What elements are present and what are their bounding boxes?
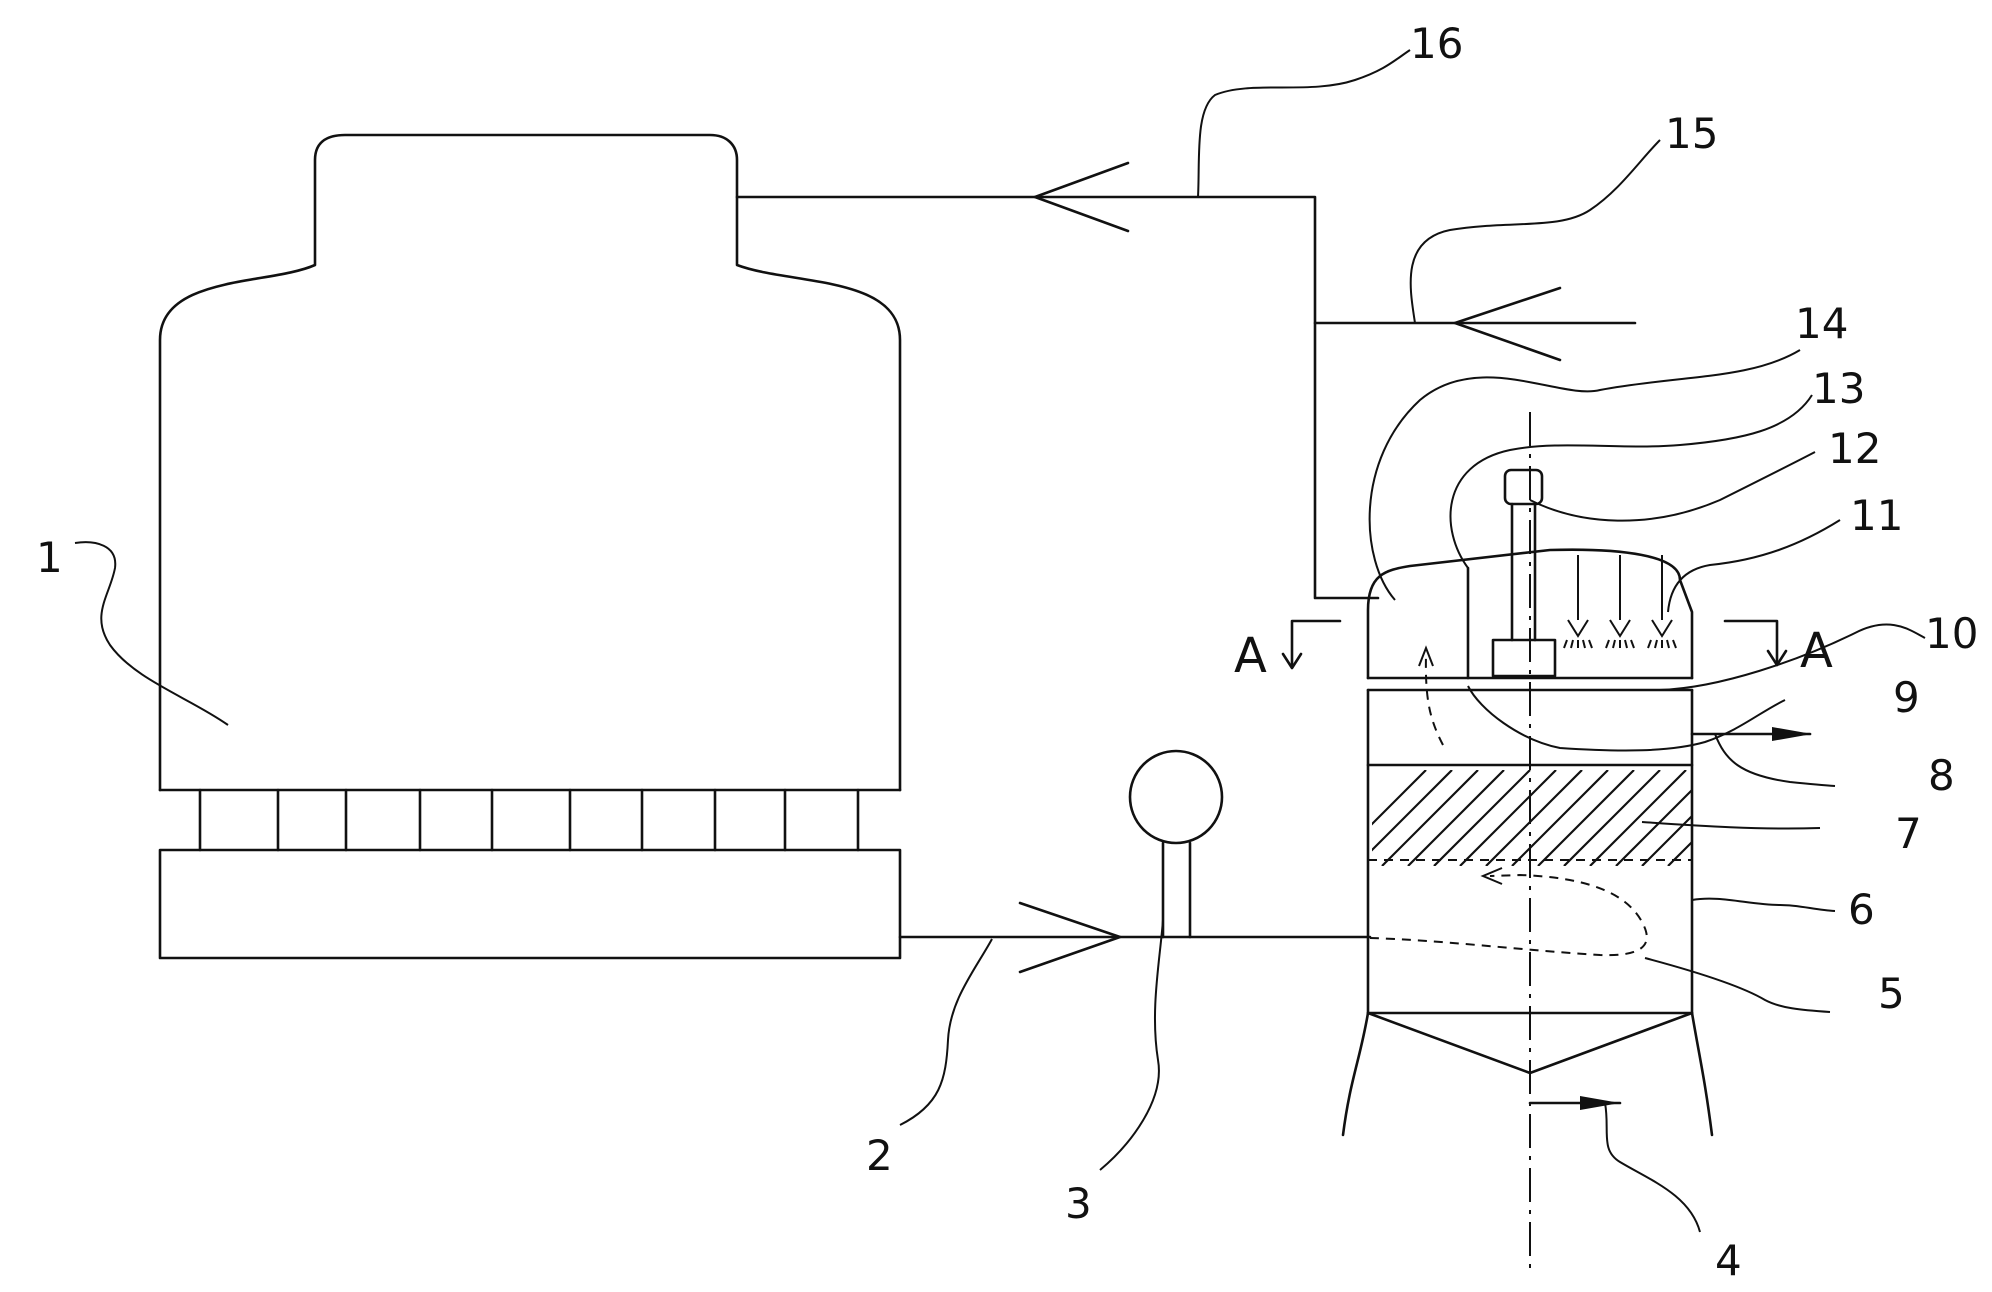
label-14: 14 [1795, 299, 1848, 348]
label-9: 9 [1893, 673, 1920, 722]
leader-6 [1691, 897, 1836, 912]
gauge-dial [1128, 749, 1224, 845]
flow-arrow-pipe-15 [1453, 286, 1562, 362]
leader-16 [1197, 49, 1411, 198]
leader-4 [1604, 1102, 1701, 1233]
leader-11 [1667, 519, 1841, 613]
drive-base [1491, 638, 1557, 678]
label-13: 13 [1812, 364, 1865, 413]
leader-10 [1659, 623, 1926, 691]
leader-12 [1529, 451, 1816, 522]
outlet-8-arrowhead [1772, 727, 1812, 741]
pressure-gauge-3 [1128, 749, 1224, 939]
leader-3 [1099, 919, 1164, 1171]
spray-nozzles [1563, 555, 1677, 649]
vessel-bottom-cone [1366, 1011, 1694, 1075]
label-15: 15 [1665, 109, 1718, 158]
label-8: 8 [1928, 751, 1955, 800]
label-11: 11 [1850, 491, 1903, 540]
tank-1 [158, 133, 902, 960]
pipe-15 [1313, 286, 1637, 362]
section-label-left: A [1234, 628, 1267, 684]
leader-7 [1641, 821, 1821, 830]
outlet-4-arrowhead [1580, 1096, 1620, 1110]
separator-vessel [1341, 412, 1812, 1275]
label-6: 6 [1848, 885, 1875, 934]
circulation-flow-5 [1369, 873, 1648, 957]
label-2: 2 [866, 1131, 893, 1180]
leader-13 [1449, 394, 1813, 569]
pipe-16 [735, 161, 1380, 600]
label-16: 16 [1410, 19, 1463, 68]
callout-labels: 1 2 3 4 5 6 7 8 9 10 11 12 13 14 15 16 [36, 19, 1978, 1285]
tank-1-outline [158, 133, 902, 792]
label-10: 10 [1925, 609, 1978, 658]
section-marker-left: A [1234, 619, 1342, 684]
vessel-leg-left [1341, 1011, 1370, 1137]
label-4: 4 [1715, 1236, 1742, 1285]
label-3: 3 [1065, 1179, 1092, 1228]
circulation-flow-arrowhead [1480, 867, 1503, 885]
leader-2 [899, 938, 993, 1126]
leader-9 [1467, 685, 1786, 752]
gas-flow-up [1424, 654, 1444, 746]
leader-14 [1368, 349, 1801, 601]
leader-5 [1644, 957, 1831, 1013]
packing-layer-7 [1372, 770, 1692, 866]
gas-flow-arrowhead [1418, 645, 1434, 667]
leader-15 [1409, 139, 1661, 324]
leader-1 [74, 541, 229, 726]
leader-lines [74, 49, 1926, 1233]
flow-arrow-pipe-16 [1033, 161, 1130, 233]
leader-8 [1714, 733, 1836, 787]
section-marker-right: A [1723, 619, 1833, 679]
vessel-top-dome [1366, 548, 1694, 680]
pipe-2 [898, 901, 1372, 974]
label-12: 12 [1828, 424, 1881, 473]
vessel-leg-right [1690, 1011, 1714, 1137]
flow-arrow-pipe-2 [1018, 901, 1122, 974]
tank-1-support-blocks [198, 788, 860, 852]
drive-motor [1503, 468, 1544, 506]
label-7: 7 [1895, 809, 1922, 858]
label-5: 5 [1878, 969, 1905, 1018]
tank-1-base-plinth [158, 848, 902, 960]
label-1: 1 [36, 533, 63, 582]
